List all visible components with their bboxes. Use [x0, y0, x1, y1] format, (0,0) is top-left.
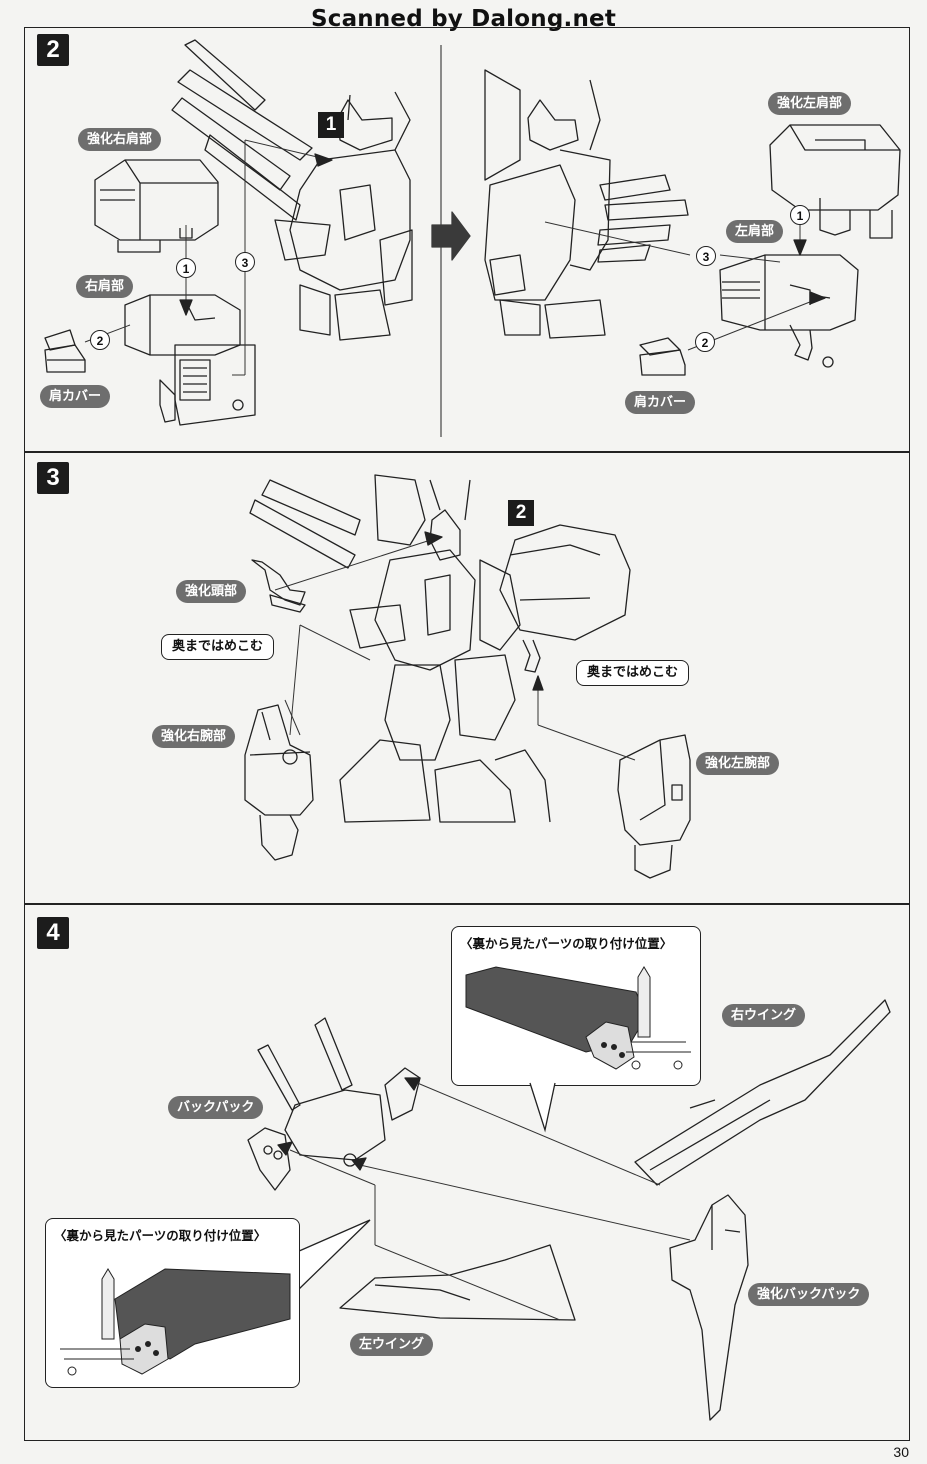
marker-2: 2: [695, 332, 715, 352]
step-2-panel: [24, 27, 910, 452]
callout-insert-fully-left: 奥まではめこむ: [161, 634, 275, 660]
reinforced-left-shoulder-part: [769, 124, 901, 239]
marker-2: 2: [90, 330, 110, 350]
marker-1: 1: [790, 205, 810, 225]
detail-drawing-top: [465, 966, 691, 1070]
backpack-part: [247, 1017, 421, 1191]
label-reinforced-left-arm: 強化左腕部: [696, 752, 780, 775]
detail-box-top: 〈裏から見たパーツの取り付け位置〉: [451, 926, 701, 1086]
step-2-number: 2: [37, 34, 69, 66]
shoulder-cover-part-right: [639, 337, 686, 376]
step-3-number: 3: [37, 462, 69, 494]
label-shoulder-cover-left: 肩カバー: [40, 385, 111, 408]
page-number: 30: [893, 1444, 909, 1460]
marker-3: 3: [235, 252, 255, 272]
label-reinforced-backpack: 強化バックパック: [748, 1283, 870, 1306]
step-3-ref-2: 2: [508, 500, 534, 526]
detail-drawing-bottom: [60, 1268, 291, 1376]
label-right-shoulder: 右肩部: [76, 275, 134, 298]
detail-box-bottom: 〈裏から見たパーツの取り付け位置〉: [45, 1218, 300, 1388]
callout-insert-fully-right: 奥まではめこむ: [576, 660, 690, 686]
right-shoulder-part: [124, 294, 256, 426]
label-shoulder-cover-right: 肩カバー: [625, 391, 696, 414]
label-reinforced-head: 強化頭部: [176, 580, 247, 603]
right-wing-part: [634, 999, 891, 1186]
reinforced-left-arm-part: [617, 734, 691, 879]
robot-torso-drawing-right: [484, 69, 689, 339]
marker-1: 1: [176, 258, 196, 278]
left-wing-part: [339, 1244, 576, 1321]
detail-box-title: 〈裏から見たパーツの取り付け位置〉: [460, 936, 673, 951]
step-4-panel: [24, 904, 910, 1441]
label-left-shoulder: 左肩部: [726, 220, 784, 243]
robot-full-body-drawing: [249, 474, 631, 823]
reinforced-right-shoulder-part: [94, 159, 219, 253]
next-arrow: [431, 211, 471, 261]
shoulder-cover-part-left: [44, 329, 86, 373]
reinforced-backpack-part: [669, 1194, 749, 1421]
marker-3: 3: [696, 246, 716, 266]
label-backpack: バックパック: [168, 1096, 264, 1119]
detail-box-title: 〈裏から見たパーツの取り付け位置〉: [54, 1228, 267, 1243]
step-4-number: 4: [37, 917, 69, 949]
label-reinforced-right-shoulder: 強化右肩部: [78, 128, 162, 151]
label-reinforced-right-arm: 強化右腕部: [152, 725, 236, 748]
step-2-ref-1: 1: [318, 112, 344, 138]
reinforced-right-arm-part: [244, 704, 314, 861]
robot-torso-drawing-left: [171, 39, 413, 341]
step-3-panel: [24, 452, 910, 904]
left-shoulder-part: [719, 254, 859, 368]
reinforced-head-part: [251, 559, 306, 613]
label-reinforced-left-shoulder: 強化左肩部: [768, 92, 852, 115]
label-right-wing: 右ウイング: [722, 1004, 806, 1027]
label-left-wing: 左ウイング: [350, 1333, 434, 1356]
